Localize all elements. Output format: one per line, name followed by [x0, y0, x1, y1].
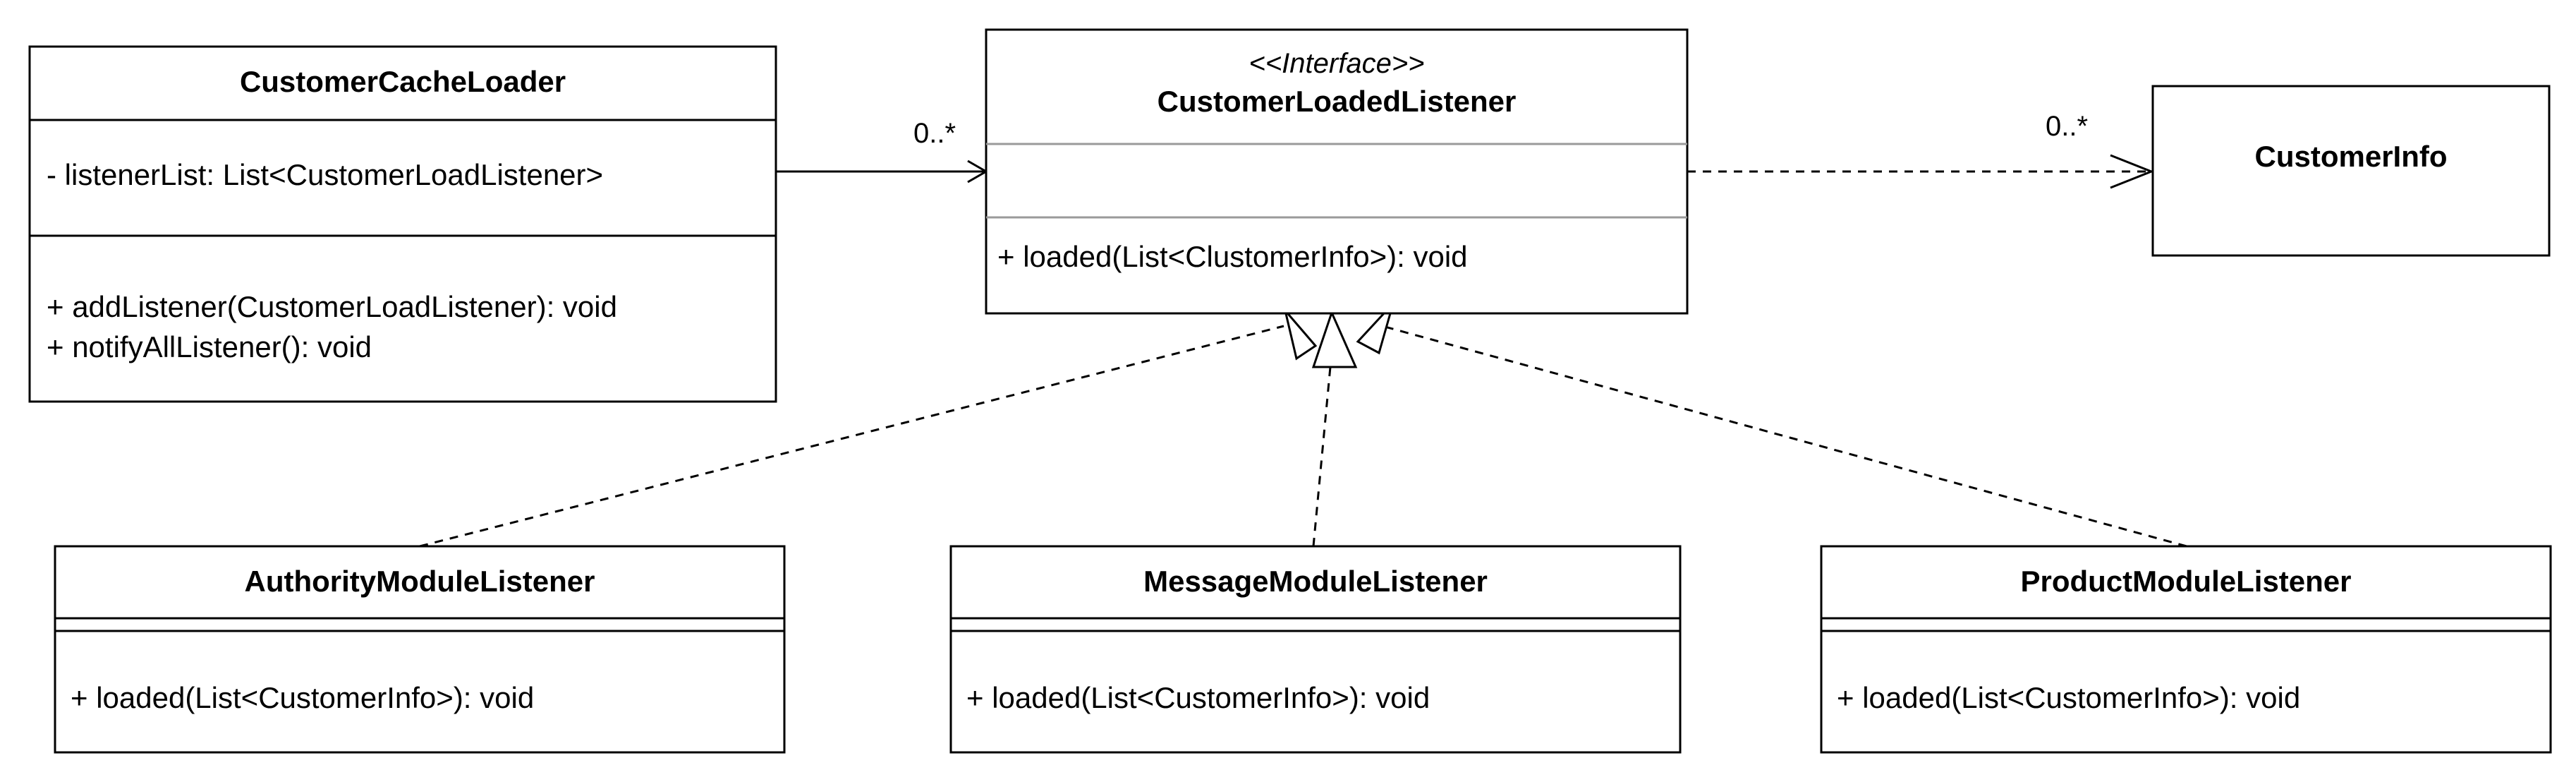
association-loader-to-listener: 0..* — [776, 118, 989, 184]
class-name: AuthorityModuleListener — [244, 565, 595, 598]
method-add-listener: + addListener(CustomerLoadListener): voi… — [47, 290, 617, 323]
multiplicity-label: 0..* — [913, 118, 956, 149]
dependency-listener-to-info: 0..* — [1687, 111, 2155, 189]
interface-customer-loaded-listener[interactable]: <<Interface>> CustomerLoadedListener + l… — [985, 28, 1689, 315]
method-loaded: + loaded(List<CustomerInfo>): void — [71, 681, 534, 714]
multiplicity-label: 0..* — [2046, 111, 2088, 142]
class-authority-module-listener[interactable]: AuthorityModuleListener + loaded(List<Cu… — [54, 545, 786, 754]
realization-arrowheads — [1284, 302, 1395, 368]
class-name: MessageModuleListener — [1143, 565, 1488, 598]
class-customer-info[interactable]: CustomerInfo — [2151, 85, 2551, 257]
method-notify-all-listener: + notifyAllListener(): void — [47, 330, 372, 363]
class-customer-cache-loader[interactable]: CustomerCacheLoader - listenerList: List… — [28, 45, 777, 403]
realization-arrowhead-authority — [1284, 310, 1318, 361]
interface-stereotype: <<Interface>> — [1248, 48, 1424, 79]
realization-arrowhead-message — [1311, 309, 1358, 368]
method-loaded: + loaded(List<CustomerInfo>): void — [966, 681, 1430, 714]
class-name: CustomerLoadedListener — [1158, 85, 1517, 118]
realization-product — [1382, 325, 2187, 548]
realization-arrowhead-product — [1356, 302, 1395, 355]
class-name: CustomerInfo — [2255, 140, 2448, 173]
attribute-listener-list: - listenerList: List<CustomerLoadListene… — [47, 158, 603, 191]
class-message-module-listener[interactable]: MessageModuleListener + loaded(List<Cust… — [949, 545, 1682, 754]
class-product-module-listener[interactable]: ProductModuleListener + loaded(List<Cust… — [1820, 545, 2552, 754]
method-loaded: + loaded(List<CustomerInfo>): void — [1837, 681, 2300, 714]
class-name: CustomerCacheLoader — [240, 65, 566, 98]
realization-message — [1312, 366, 1332, 547]
method-loaded: + loaded(List<ClustomerInfo>): void — [997, 240, 1468, 273]
class-name: ProductModuleListener — [2020, 565, 2351, 598]
